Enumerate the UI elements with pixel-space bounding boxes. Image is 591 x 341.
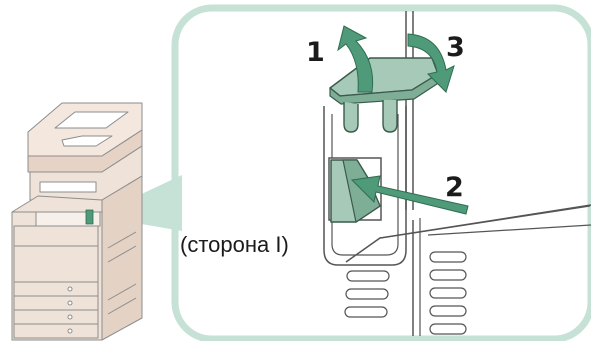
lifted-cover xyxy=(329,57,441,133)
printer-illustration xyxy=(11,102,143,341)
vent-slots xyxy=(344,251,467,335)
step-3-label: 3 xyxy=(446,32,465,63)
step-1-label: 1 xyxy=(306,37,325,68)
callout-frame xyxy=(171,4,591,341)
arrow-step-3 xyxy=(407,33,455,93)
closeup-view xyxy=(323,11,591,336)
side-latch xyxy=(328,157,382,223)
step-2-label: 2 xyxy=(445,172,464,203)
latch-location-marker xyxy=(85,209,94,225)
arrow-step-2 xyxy=(350,175,469,215)
side-caption: (сторона I) xyxy=(180,232,289,257)
arrow-step-1 xyxy=(337,25,374,93)
